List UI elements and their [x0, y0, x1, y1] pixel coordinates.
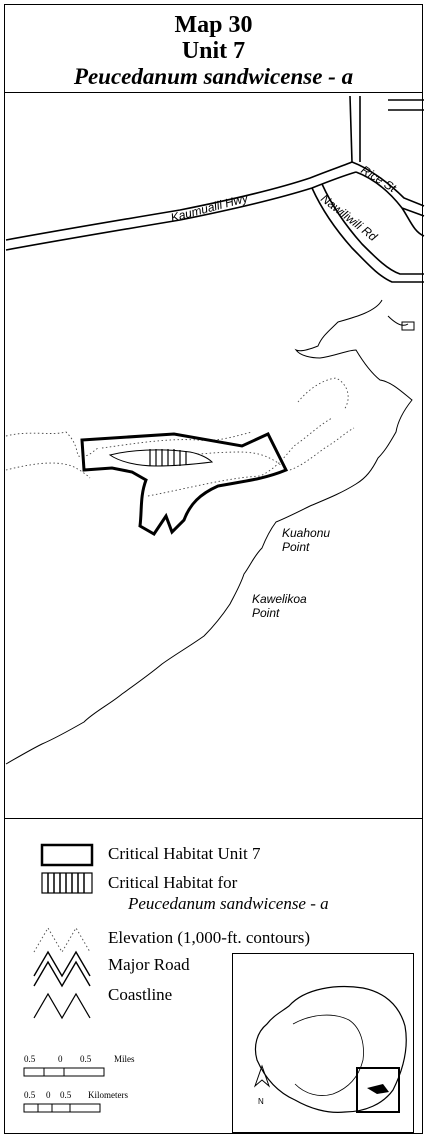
- scale-miles-unit: Miles: [114, 1054, 135, 1064]
- legend-symbol-elevation: [33, 927, 91, 953]
- elevation-contours: [5, 377, 355, 497]
- label-kawelikoa-point: Point: [252, 606, 280, 620]
- map-title: Map 30 Unit 7 Peucedanum sandwicense - a: [4, 12, 423, 90]
- title-divider: [4, 92, 423, 93]
- major-roads: [5, 95, 425, 283]
- road-rice-st: [351, 161, 425, 207]
- legend-label-species-name: Peucedanum sandwicense - a: [128, 894, 329, 913]
- label-kawelikoa: Kawelikoa: [252, 592, 307, 606]
- scale-km-right: 0.5: [60, 1090, 72, 1100]
- legend-symbol-hatch: [41, 872, 93, 894]
- label-kuahonu-point: Point: [282, 540, 310, 554]
- map-frame: [4, 4, 423, 1134]
- legend-divider: [4, 818, 423, 819]
- scale-km-left: 0.5: [24, 1090, 36, 1100]
- north-arrow-icon: [253, 1064, 271, 1088]
- legend-label-species: Critical Habitat for: [108, 873, 238, 892]
- locator-box: [356, 1067, 400, 1113]
- scale-bar-km: [23, 1103, 101, 1113]
- legend-symbol-unit: [40, 843, 94, 867]
- legend-label-unit: Critical Habitat Unit 7: [108, 844, 261, 863]
- scale-miles-right: 0.5: [80, 1054, 92, 1064]
- coastline: [5, 299, 415, 765]
- scale-bar-miles: [23, 1067, 105, 1077]
- legend-symbol-coastline: [33, 992, 91, 1020]
- locator-map: N: [253, 986, 407, 1113]
- scale-miles-left: 0.5: [24, 1054, 36, 1064]
- road-nawiliwili-rd: [311, 187, 424, 283]
- locator-inset: N: [232, 953, 414, 1133]
- label-nawiliwili-rd: Nawiliwili Rd: [318, 191, 380, 244]
- critical-habitat-unit-7: [80, 432, 289, 536]
- label-rice-st: Rice St: [358, 163, 399, 196]
- species-title: Peucedanum sandwicense - a: [73, 64, 354, 89]
- legend-label-coastline: Coastline: [108, 985, 173, 1004]
- unit-title: Unit 7: [181, 38, 246, 64]
- label-kuahonu: Kuahonu: [282, 526, 330, 540]
- road-kaumualii-hwy: [5, 161, 353, 241]
- legend-label-elevation: Elevation (1,000-ft. contours): [108, 928, 311, 947]
- north-label: N: [258, 1097, 264, 1106]
- legend-label-road: Major Road: [108, 955, 190, 974]
- species-habitat-hatch: [108, 449, 214, 467]
- scale-km-unit: Kilometers: [88, 1090, 128, 1100]
- scale-km-zero: 0: [46, 1090, 51, 1100]
- island-outline: [254, 986, 407, 1113]
- map-number: Map 30: [174, 12, 253, 38]
- scale-miles-zero: 0: [58, 1054, 63, 1064]
- legend-symbol-road: [33, 950, 91, 988]
